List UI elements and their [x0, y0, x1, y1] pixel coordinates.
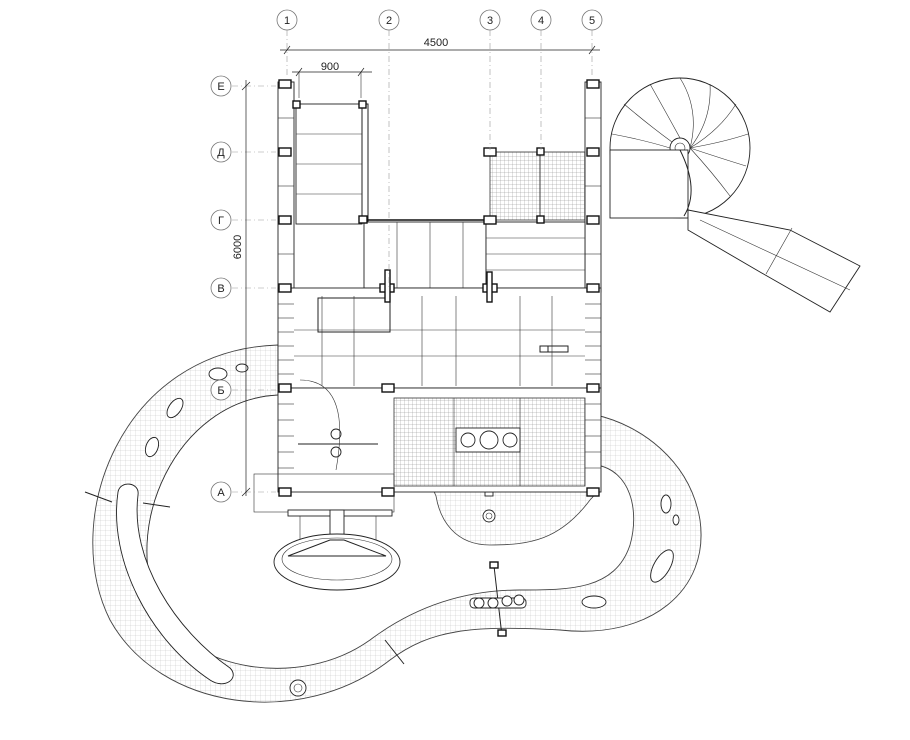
column-axis-1-circle — [276, 9, 298, 31]
row-axis-3-circle — [210, 209, 232, 231]
row-axis-4: В — [210, 277, 232, 299]
column-axis-5-label: 5 — [589, 15, 595, 27]
row-axis-6-label: А — [217, 487, 225, 499]
row-axis-5-circle — [210, 379, 232, 401]
column-axis-4-label: 4 — [538, 15, 544, 27]
row-axis-markers: Е Д Г В Б А — [210, 75, 232, 503]
dimension-lines: 4500 900 6000 — [232, 37, 600, 497]
row-axis-3-label: Г — [218, 215, 224, 227]
axis-grid: 1 2 3 4 5 Е Д Г В Б А — [210, 9, 603, 503]
column-axis-1: 1 — [276, 9, 298, 31]
row-axis-3: Г — [210, 209, 232, 231]
column-axis-2-label: 2 — [386, 15, 392, 27]
column-axis-5: 5 — [581, 9, 603, 31]
column-axis-2: 2 — [378, 9, 400, 31]
total-depth-dimension: 6000 — [232, 235, 244, 259]
row-axis-6: А — [210, 481, 232, 503]
spiral-slide — [609, 77, 861, 313]
column-axis-2-circle — [378, 9, 400, 31]
column-axis-markers: 1 2 3 4 5 — [276, 9, 603, 31]
row-axis-4-label: В — [217, 283, 224, 295]
row-axis-1: Е — [210, 75, 232, 97]
row-axis-2: Д — [210, 141, 232, 163]
row-axis-2-circle — [210, 141, 232, 163]
column-axis-4: 4 — [530, 9, 552, 31]
row-axis-1-label: Е — [217, 81, 224, 93]
stair-width-dimension: 900 — [321, 61, 339, 73]
column-axis-3-label: 3 — [487, 15, 493, 27]
front-slide — [253, 473, 401, 591]
row-axis-1-circle — [210, 75, 232, 97]
seesaw — [469, 561, 527, 637]
row-axis-5: Б — [210, 379, 232, 401]
column-axis-3-circle — [479, 9, 501, 31]
total-width-dimension: 4500 — [424, 37, 448, 49]
column-axis-4-circle — [530, 9, 552, 31]
row-axis-6-circle — [210, 481, 232, 503]
column-axis-1-label: 1 — [284, 15, 290, 27]
row-axis-4-circle — [210, 277, 232, 299]
curved-safety-path — [84, 344, 702, 703]
row-axis-5-label: Б — [217, 385, 224, 397]
tower-structure — [277, 79, 602, 497]
column-axis-3: 3 — [479, 9, 501, 31]
row-axis-2-label: Д — [217, 147, 225, 159]
column-axis-5-circle — [581, 9, 603, 31]
